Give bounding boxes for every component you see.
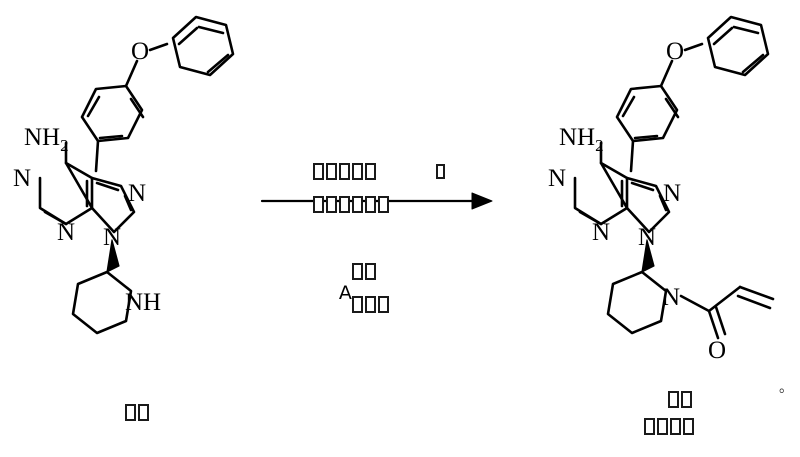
product-caption-line2-text <box>618 417 696 457</box>
arrow-above-line1-right-text <box>410 162 447 202</box>
trailing-period: 。 <box>779 380 793 396</box>
product-structure <box>573 15 775 340</box>
product-caption-line1 <box>642 350 694 430</box>
reactant-piperidine <box>71 270 133 335</box>
product-caption-line1-text <box>642 390 694 430</box>
product-ring-n4-label: N <box>638 224 656 251</box>
arrow-below-line2-text <box>326 295 391 335</box>
product-terminal-phenyl <box>706 15 770 77</box>
reactant-amine-label: NH2 <box>24 124 69 155</box>
product-piperidine <box>606 270 668 335</box>
reactant-ether-o-label: O <box>131 38 149 65</box>
reactant-stereo-wedge <box>106 239 120 273</box>
product-piperidine-n-label: N <box>662 284 680 311</box>
reactant-piperidine-nh-label: NH <box>125 289 161 316</box>
product-phenylene <box>615 84 680 143</box>
reactant-ring-n4-label: N <box>103 224 121 251</box>
product-ring-n2-label: N <box>592 219 610 246</box>
product-stereo-wedge <box>641 239 655 273</box>
product-caption-line2 <box>618 377 696 457</box>
reactant-phenylene <box>80 84 145 143</box>
product-ring-n1-label: N <box>548 165 566 192</box>
product-ring-n3-label: N <box>663 180 681 207</box>
reactant-ring-n2-label: N <box>57 219 75 246</box>
product-ether-bond-right <box>683 42 704 52</box>
reaction-scheme: NH2 N N N N O NH NH2 N N N N O N O <box>13 15 775 364</box>
reactant-ether-bond-left <box>124 59 139 88</box>
arrow-above-line2 <box>287 155 391 235</box>
reactant-structure <box>38 15 235 335</box>
arrow-below-line1-letter: A <box>338 282 353 304</box>
product-carbonyl-o-label: O <box>708 337 726 364</box>
product-pyrazolopyrimidine-core <box>573 141 671 234</box>
product-acryloyl-group <box>679 285 775 340</box>
reactant-ether-bond-right <box>148 42 169 52</box>
arrow-below-line1: A <box>326 222 378 304</box>
reactant-pyrazolopyrimidine-core <box>38 141 136 234</box>
arrow-above-line1-right <box>410 122 447 202</box>
reactant-ring-n1-label: N <box>13 165 31 192</box>
product-ether-bond-left <box>659 59 674 88</box>
reactant-ring-n3-label: N <box>128 180 146 207</box>
arrow-below-line1-boxes <box>326 262 378 302</box>
product-amine-label: NH2 <box>559 124 604 155</box>
arrow-below-line2 <box>326 255 391 335</box>
reactant-caption <box>99 363 151 443</box>
product-ether-o-label: O <box>666 38 684 65</box>
reactant-terminal-phenyl <box>171 15 235 77</box>
arrow-above-line1-text <box>287 162 378 202</box>
reactant-caption-text <box>99 403 151 443</box>
arrow-above-line2-text <box>287 195 391 235</box>
arrow-above-line1 <box>287 122 378 202</box>
